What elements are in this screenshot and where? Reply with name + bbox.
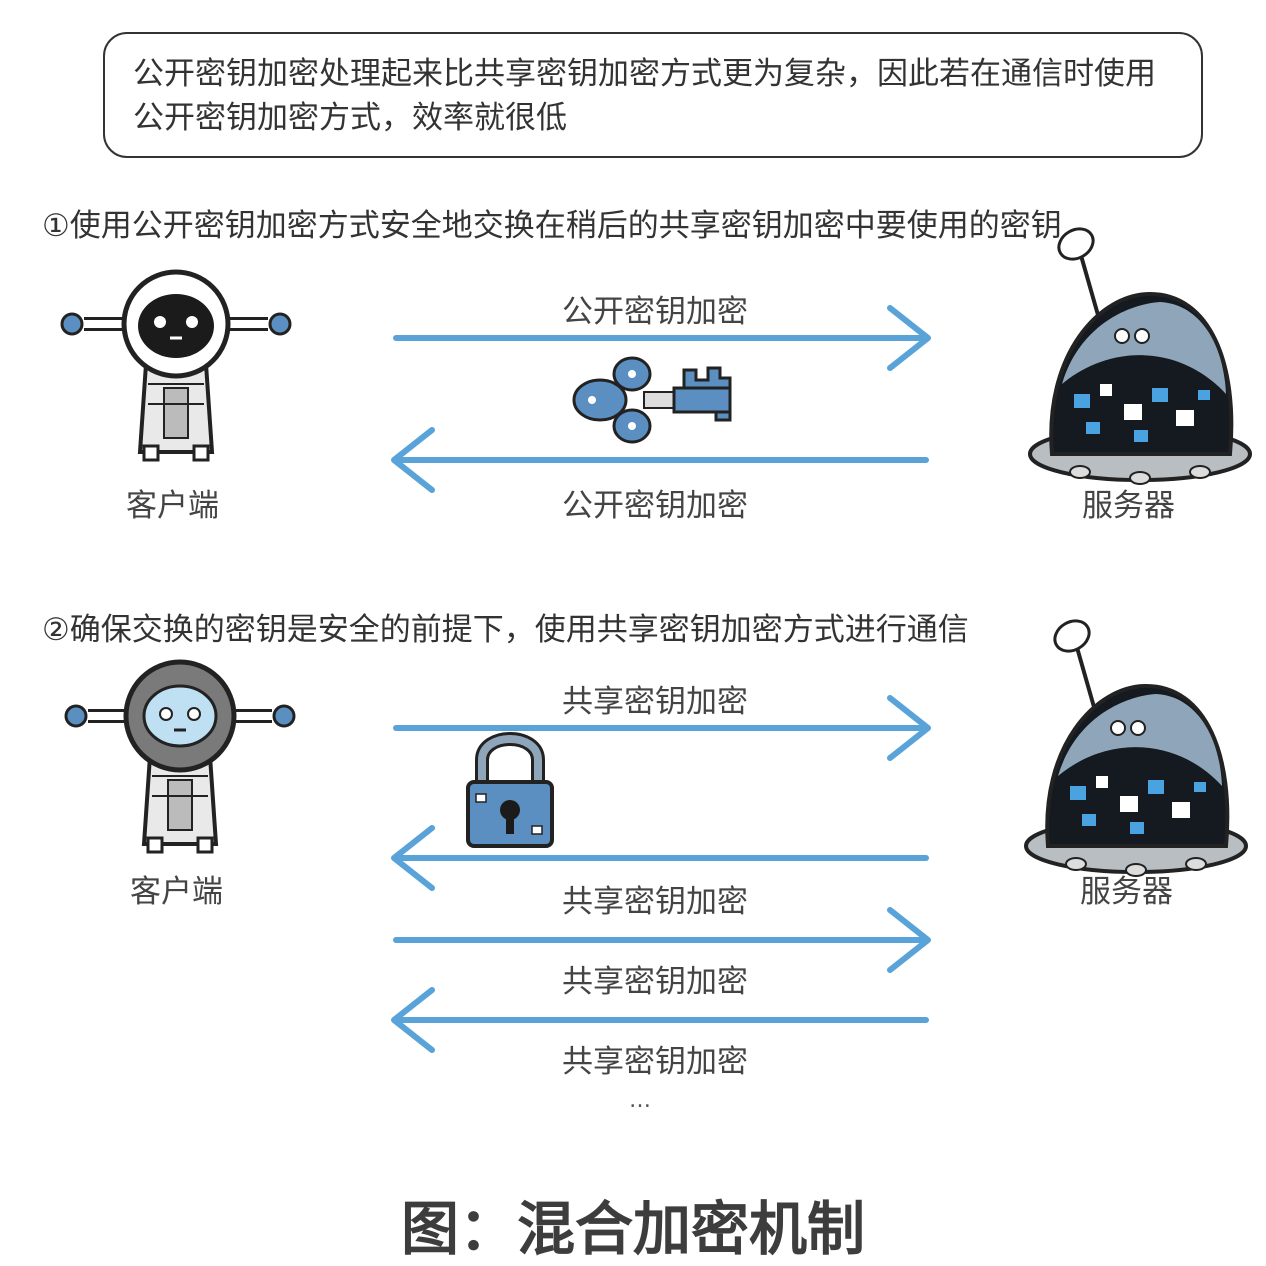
arrow-label: 共享密钥加密 bbox=[562, 884, 748, 920]
arrow-label: 公开密钥加密 bbox=[562, 488, 748, 524]
dome-server-icon bbox=[1024, 612, 1248, 878]
client-label: 客户端 bbox=[130, 874, 223, 910]
arrow-label: 共享密钥加密 bbox=[562, 684, 748, 720]
padlock-icon bbox=[466, 732, 554, 848]
dome-server-icon bbox=[1028, 220, 1252, 486]
arrow-label: 公开密钥加密 bbox=[562, 294, 748, 330]
arrow-label: 共享密钥加密 bbox=[562, 1044, 748, 1080]
note-text: 公开密钥加密处理起来比共享密钥加密方式更为复杂，因此若在通信时使用公开密钥加密方… bbox=[133, 56, 1156, 136]
ellipsis: … bbox=[629, 1088, 651, 1113]
robot-client-icon bbox=[62, 269, 290, 460]
client-label: 客户端 bbox=[126, 488, 219, 524]
note-box: 公开密钥加密处理起来比共享密钥加密方式更为复杂，因此若在通信时使用公开密钥加密方… bbox=[103, 32, 1203, 158]
step2-title: ②确保交换的密钥是安全的前提下，使用共享密钥加密方式进行通信 bbox=[42, 612, 969, 648]
arrow-label: 共享密钥加密 bbox=[562, 964, 748, 1000]
server-label: 服务器 bbox=[1082, 488, 1175, 524]
robot-client-icon bbox=[66, 659, 294, 852]
server-label: 服务器 bbox=[1080, 874, 1173, 910]
step1-title: ①使用公开密钥加密方式安全地交换在稍后的共享密钥加密中要使用的密钥 bbox=[42, 208, 1062, 244]
figure-caption: 图：混合加密机制 bbox=[400, 1195, 865, 1263]
key-icon bbox=[572, 356, 732, 444]
